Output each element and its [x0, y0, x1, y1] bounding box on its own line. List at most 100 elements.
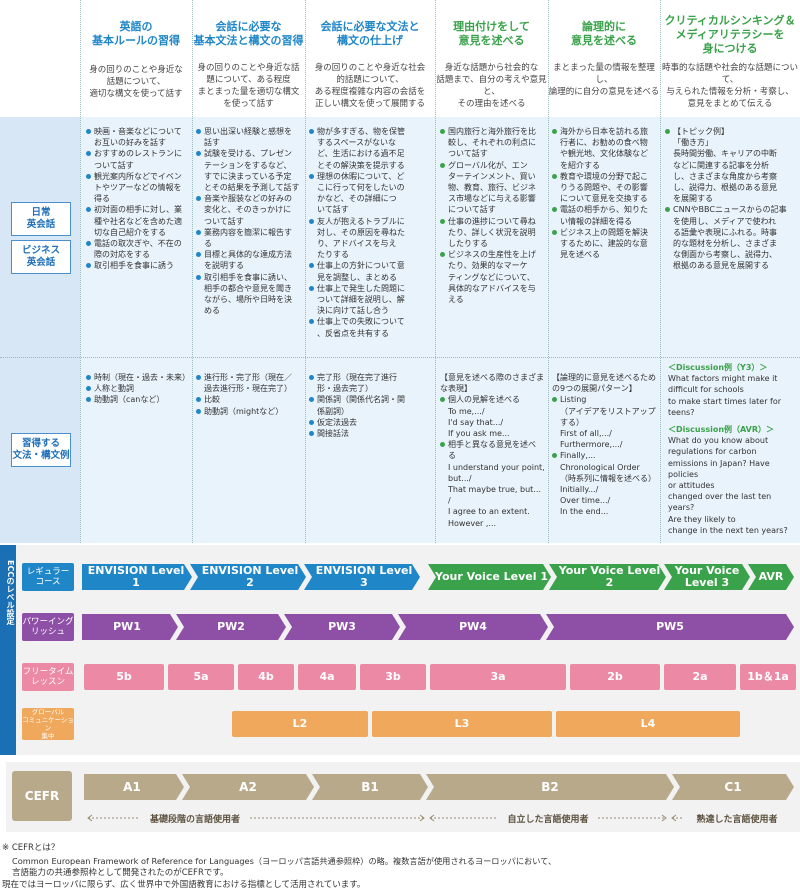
level-2a: 2a [664, 664, 736, 690]
conv-item: 仕事の進捗について尋ね たり、詳しく状況を説明 したりする [440, 216, 546, 250]
conv-col-4: 国内旅行と海外旅行を比 較し、それぞれの利点に ついて話す グローバル化が、エン… [440, 126, 546, 305]
level-l4: L4 [556, 711, 740, 737]
cefr-c1: C1 [724, 780, 742, 794]
grammar-col-4: 【意見を述べる際のさまざま な表現】 個人の見解を述べる To me,.../ … [440, 372, 546, 529]
level-2b: 2b [570, 664, 660, 690]
grammar-item: 比較 [196, 394, 304, 405]
conv-item: 仕事上の方針について意 見を調整し、まとめる [309, 260, 433, 282]
row-label-daily: 日常 英会話 [11, 202, 71, 236]
arrow-pw1 [82, 614, 178, 640]
conv-item: おすすめのレストランに ついて話す [86, 148, 190, 170]
conv-item: 業務内容を簡潔に報告す る [196, 227, 304, 249]
arrow-a1 [84, 774, 184, 800]
level-l3: L3 [372, 711, 552, 737]
arrow-b2 [426, 774, 674, 800]
arrow-pw2 [176, 614, 286, 640]
conv-item: 試験を受ける、プレゼン テーションをするなど、 すでに決まっている予定 とその結… [196, 148, 304, 193]
level-4a: 4a [298, 664, 356, 690]
arrow-pw4 [398, 614, 548, 640]
arrow-envision-1 [82, 564, 192, 590]
band-left-column [0, 117, 80, 543]
cefr-user-lines [87, 814, 682, 822]
level-pw4: PW4 [459, 620, 487, 633]
col-title-6: クリティカルシンキング＆ メディアリテラシーを 身につける [664, 14, 796, 55]
cefr-label: CEFR [12, 771, 72, 821]
conv-item: 初対面の相手に対し、業 種や社名などを含めた適 切な自己紹介をする [86, 204, 190, 238]
conv-item: ビジネスの生産性を上げ たり、効果的なマーケ ティングなどについて、 具体的なア… [440, 249, 546, 305]
conv-item: 物が多すぎる、物を保管 するスペースがないな ど、生活における過不足 とその解決… [309, 126, 433, 171]
label-freetime: フリータイム レッスン [22, 663, 74, 691]
arrow-yv-1 [428, 564, 551, 590]
col-desc-6: 時事的な話題や社会的な話題について、 与えられた情報を分析・考察し、 意見をまと… [661, 63, 798, 109]
label-global: グローバル コミュニケーション 集中 [22, 708, 74, 740]
label-power: パワーイング リッシュ [22, 613, 74, 641]
conv-item: 思い出深い経験と感想を 話す [196, 126, 304, 148]
conv-item: 【トピック例】 「働き方」 長時間労働、キャリアの中断 などに関連する記事を分析… [665, 126, 799, 204]
level-l2: L2 [232, 711, 368, 737]
col-title-4: 理由付けをして 意見を述べる [453, 20, 530, 47]
level-5b: 5b [84, 664, 164, 690]
col-sep-1 [80, 0, 81, 543]
conv-item: グローバル化が、エン ターテインメント、買い 物、教育、旅行、ビジネ ス市場など… [440, 160, 546, 216]
conv-item: 電話の取次ぎや、不在の 際の対応をする [86, 238, 190, 260]
conv-item: 教育や環境の分野で起こ りうる問題や、その影響 について意見を交換する [552, 171, 658, 205]
arrow-a2 [182, 774, 314, 800]
grammar-item: 助動詞（canなど） [86, 394, 190, 405]
grammar-item: 間接話法 [309, 428, 433, 439]
conv-item: 仕事上で発生した問題に ついて詳細を説明し、解 決に向けて話し合う [309, 283, 433, 317]
cefr-user-independent: 自立した言語使用者 [498, 812, 598, 825]
conv-col-5: 海外から日本を訪れる旅 行者に、お勧めの食べ物 や観光地、文化体験など を紹介す… [552, 126, 658, 260]
level-envision-2: ENVISION Level 2 [201, 564, 299, 589]
grammar-item: 時制（現在・過去・未来） [86, 372, 190, 383]
conv-item: 理想の休暇について、ど こに行って何をしたいの かなど、その詳細につ いて話す [309, 171, 433, 216]
row-divider [0, 357, 800, 358]
level-1b1a: 1b＆1a [740, 664, 796, 690]
row-label-business: ビジネス 英会話 [11, 240, 71, 274]
level-3b: 3b [360, 664, 426, 690]
level-pw5: PW5 [656, 620, 684, 633]
conv-item: 取引相手を食事に誘い、 相手の都合や意見を聞き ながら、場所や日時を決 める [196, 272, 304, 317]
discussion-question: What do you know about regulations for c… [668, 436, 788, 535]
col-title-5: 論理的に 意見を述べる [571, 20, 637, 47]
ecc-label: ECCのレベル設定 [6, 560, 15, 626]
col-desc-5: まとまった量の情報を整理し、 論理的に自分の意見を述べる [548, 63, 660, 97]
level-envision-1: ENVISION Level 1 [87, 564, 185, 589]
conv-item: 友人が抱えるトラブルに 対し、その原因を尋ねた り、アドバイスを与え たりする [309, 216, 433, 261]
cefr-b1: B1 [361, 780, 379, 794]
arrow-b1 [312, 774, 428, 800]
level-5a: 5a [168, 664, 234, 690]
conv-item: 観光案内所などでイベン トやツアーなどの情報を 得る [86, 171, 190, 205]
arrow-yv-2 [549, 564, 666, 590]
power-arrows-svg [82, 614, 794, 640]
col-sep-3 [305, 0, 306, 543]
level-pw2: PW2 [217, 620, 245, 633]
level-envision-3: ENVISION Level 3 [315, 564, 413, 589]
conv-item: 仕事上での失敗について 、反省点を共有する [309, 316, 433, 338]
grammar-col-6: ＜Discussion例（Y3）＞ What factors might mak… [668, 362, 800, 536]
grammar-col-2: 進行形・完了形（現在／ 過去進行形・現在完了） 比較 助動詞（mightなど） [196, 372, 304, 417]
grammar-col-5: 【論理的に意見を述べるため の9つの展開パターン】 Listing （アイデアを… [552, 372, 658, 518]
grammar-col-1: 時制（現在・過去・未来） 人称と動詞 助動詞（canなど） [86, 372, 190, 406]
conv-col-3: 物が多すぎる、物を保管 するスペースがないな ど、生活における過不足 とその解決… [309, 126, 433, 339]
regular-arrows-svg [82, 564, 794, 590]
conv-item: ビジネス上の問題を解決 するために、建設的な意 見を述べる [552, 227, 658, 261]
footnote-question: ※ CEFRとは？ [2, 843, 60, 853]
grammar-col-3: 完了形（現在完了進行 形・過去完了） 関係詞（関係代名詞・関 係副詞） 仮定法過… [309, 372, 433, 439]
col-sep-5 [548, 0, 549, 543]
row-label-grammar: 習得する 文法・構文例 [11, 433, 71, 467]
grammar-item: 助動詞（mightなど） [196, 406, 304, 417]
arrow-yv-3 [664, 564, 750, 590]
grammar-item: 関係詞（関係代名詞・関 係副詞） [309, 394, 433, 416]
col-desc-2: 身の回りのことや身近な話 題について、ある程度 まとまった量を適切な構文 を使っ… [197, 63, 300, 109]
grammar-heading: 【論理的に意見を述べるため の9つの展開パターン】 [552, 373, 656, 394]
arrow-avr [748, 564, 794, 590]
col-sep-6 [660, 0, 661, 543]
conv-col-1: 映画・音楽などについて お互いの好みを話す おすすめのレストランに ついて話す … [86, 126, 190, 272]
conv-item: 電話の相手から、知りた い情報の詳細を得る [552, 204, 658, 226]
discussion-question: What factors might make it difficult for… [668, 374, 782, 417]
discussion-heading: ＜Discussion例（Y3）＞ [668, 363, 768, 372]
col-title-1: 英語の 基本ルールの習得 [92, 20, 180, 47]
conv-item: 映画・音楽などについて お互いの好みを話す [86, 126, 190, 148]
level-yv-3: Your Voice Level 3 [674, 564, 740, 589]
col-title-3: 会話に必要な文法と 構文の仕上げ [320, 20, 420, 47]
